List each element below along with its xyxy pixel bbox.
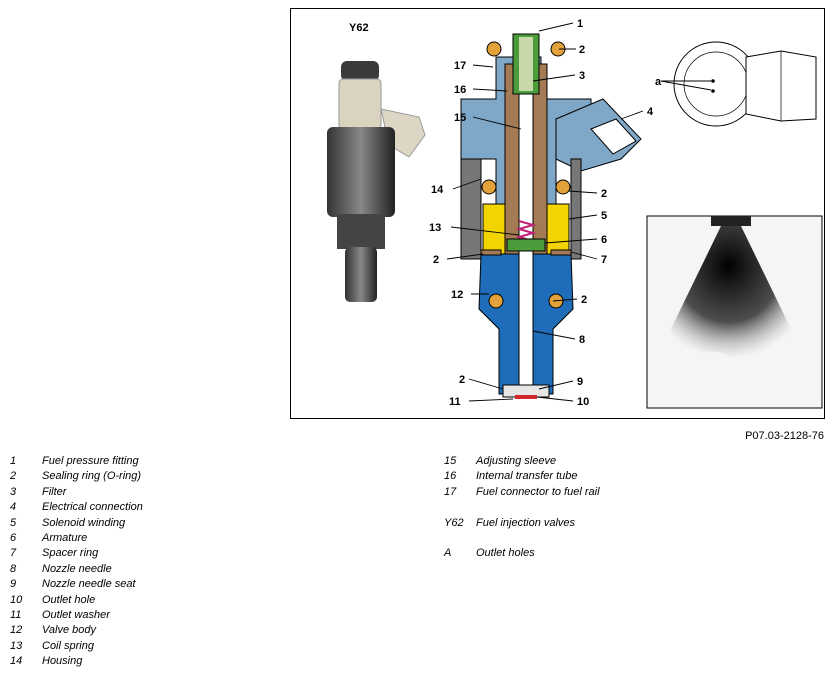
legend-item: A Outlet holes: [444, 546, 600, 561]
legend-num: 7: [10, 547, 17, 560]
legend-item: 14 Housing: [10, 654, 143, 669]
legend-item: 16 Internal transfer tube: [444, 469, 600, 484]
legend-item: Y62 Fuel injection valves: [444, 516, 600, 531]
legend-item: 11 Outlet washer: [10, 608, 143, 623]
legend-text: Internal transfer tube: [476, 470, 578, 483]
legend-text: Sealing ring (O-ring): [42, 470, 142, 483]
legend-item: 4 Electrical connection: [10, 500, 143, 515]
legend-num: 17: [444, 485, 457, 498]
legend-text: Nozzle needle seat: [42, 578, 136, 591]
callout-14: 14: [431, 184, 444, 196]
legend-num: 3: [10, 485, 17, 498]
legend-item: 10 Outlet hole: [10, 593, 143, 608]
callout-6: 6: [601, 234, 607, 246]
legend-text: Outlet washer: [42, 609, 110, 622]
legend-item: 3 Filter: [10, 485, 143, 500]
legend-num: 14: [10, 655, 23, 668]
legend-item: 1 Fuel pressure fitting: [10, 454, 143, 469]
legend-text: Fuel pressure fitting: [42, 455, 139, 467]
callout-10: 10: [577, 396, 589, 408]
legend-item: 8 Nozzle needle: [10, 562, 143, 577]
outlet-label: a: [655, 76, 662, 88]
legend-num: 13: [10, 639, 23, 652]
callout-2-left: 2: [433, 254, 439, 266]
legend-num: 4: [10, 501, 17, 514]
legend-text: Spacer ring: [42, 547, 99, 560]
legend-text: Coil spring: [42, 639, 94, 652]
legend-item: 17 Fuel connector to fuel rail: [444, 485, 600, 500]
callout-2-mid: 2: [601, 188, 607, 200]
callout-16: 16: [454, 84, 466, 96]
legend-num: 6: [10, 532, 17, 545]
callout-2-low: 2: [581, 294, 587, 306]
callout-1: 1: [577, 18, 583, 30]
callout-2-top: 2: [579, 44, 585, 56]
callout-5: 5: [601, 210, 607, 222]
legend-left: 1 Fuel pressure fitting 2 Sealing ring (O-…: [10, 454, 143, 670]
injector-photo: [327, 61, 426, 302]
legend-text: Valve body: [42, 624, 97, 637]
legend-num: 16: [444, 470, 457, 483]
legend-item: 5 Solenoid winding: [10, 516, 143, 531]
legend-text: Filter: [42, 485, 67, 498]
legend-num: 10: [10, 593, 23, 606]
legend-num: A: [444, 547, 452, 560]
figure-frame: Y62: [290, 8, 825, 419]
legend-text: Housing: [42, 655, 83, 668]
legend-text: Outlet holes: [476, 547, 535, 560]
legend-num: 11: [10, 609, 22, 622]
legend-item: 15 Adjusting sleeve: [444, 454, 600, 469]
legend-text: Solenoid winding: [42, 516, 126, 529]
legend-num: 15: [444, 455, 457, 467]
nozzle-end-view: a: [655, 41, 817, 127]
legend-text: Fuel injection valves: [476, 516, 576, 529]
callout-11: 11: [449, 396, 461, 408]
legend-text: Outlet hole: [42, 593, 96, 606]
callout-3: 3: [579, 70, 585, 82]
callout-8: 8: [579, 334, 585, 346]
callout-7: 7: [601, 254, 607, 266]
injector-cross-section: [460, 33, 642, 399]
legend-item: 9 Nozzle needle seat: [10, 577, 143, 592]
component-label: Y62: [349, 22, 369, 34]
callout-2-bottom: 2: [459, 374, 465, 386]
callout-4: 4: [647, 106, 654, 118]
legend-num: 12: [10, 624, 23, 637]
legend-text: Nozzle needle: [42, 562, 112, 575]
callout-9: 9: [577, 376, 583, 388]
legend-num: 8: [10, 562, 17, 575]
legend-text: Fuel connector to fuel rail: [476, 485, 600, 498]
callout-17: 17: [454, 60, 466, 72]
legend-text: Electrical connection: [42, 501, 143, 514]
legend-item: 12 Valve body: [10, 623, 143, 638]
legend-num: 5: [10, 516, 17, 529]
legend-num: 9: [10, 578, 17, 591]
callout-12: 12: [451, 289, 463, 301]
callout-15: 15: [454, 112, 466, 124]
legend-item: 6 Armature: [10, 531, 143, 546]
legend-num: Y62: [444, 516, 464, 529]
callout-13: 13: [429, 222, 441, 234]
callouts: 1 2 3 4 2 5 6 7 2 8 9 10 17 16: [429, 18, 654, 408]
spray-image: [646, 215, 823, 409]
legend-num: 1: [10, 455, 17, 467]
legend-item: 7 Spacer ring: [10, 546, 143, 561]
legend-item: 13 Coil spring: [10, 639, 143, 654]
injector-diagram: Y62: [327, 18, 823, 409]
legend-text: Adjusting sleeve: [476, 455, 557, 467]
legend-text: Armature: [42, 532, 88, 545]
legend-item: 2 Sealing ring (O-ring): [10, 469, 143, 484]
legend-right: 15 Adjusting sleeve 16 Internal transfer t…: [444, 454, 600, 562]
reference-code: P07.03-2128-76: [745, 430, 824, 442]
legend-num: 2: [10, 470, 17, 483]
